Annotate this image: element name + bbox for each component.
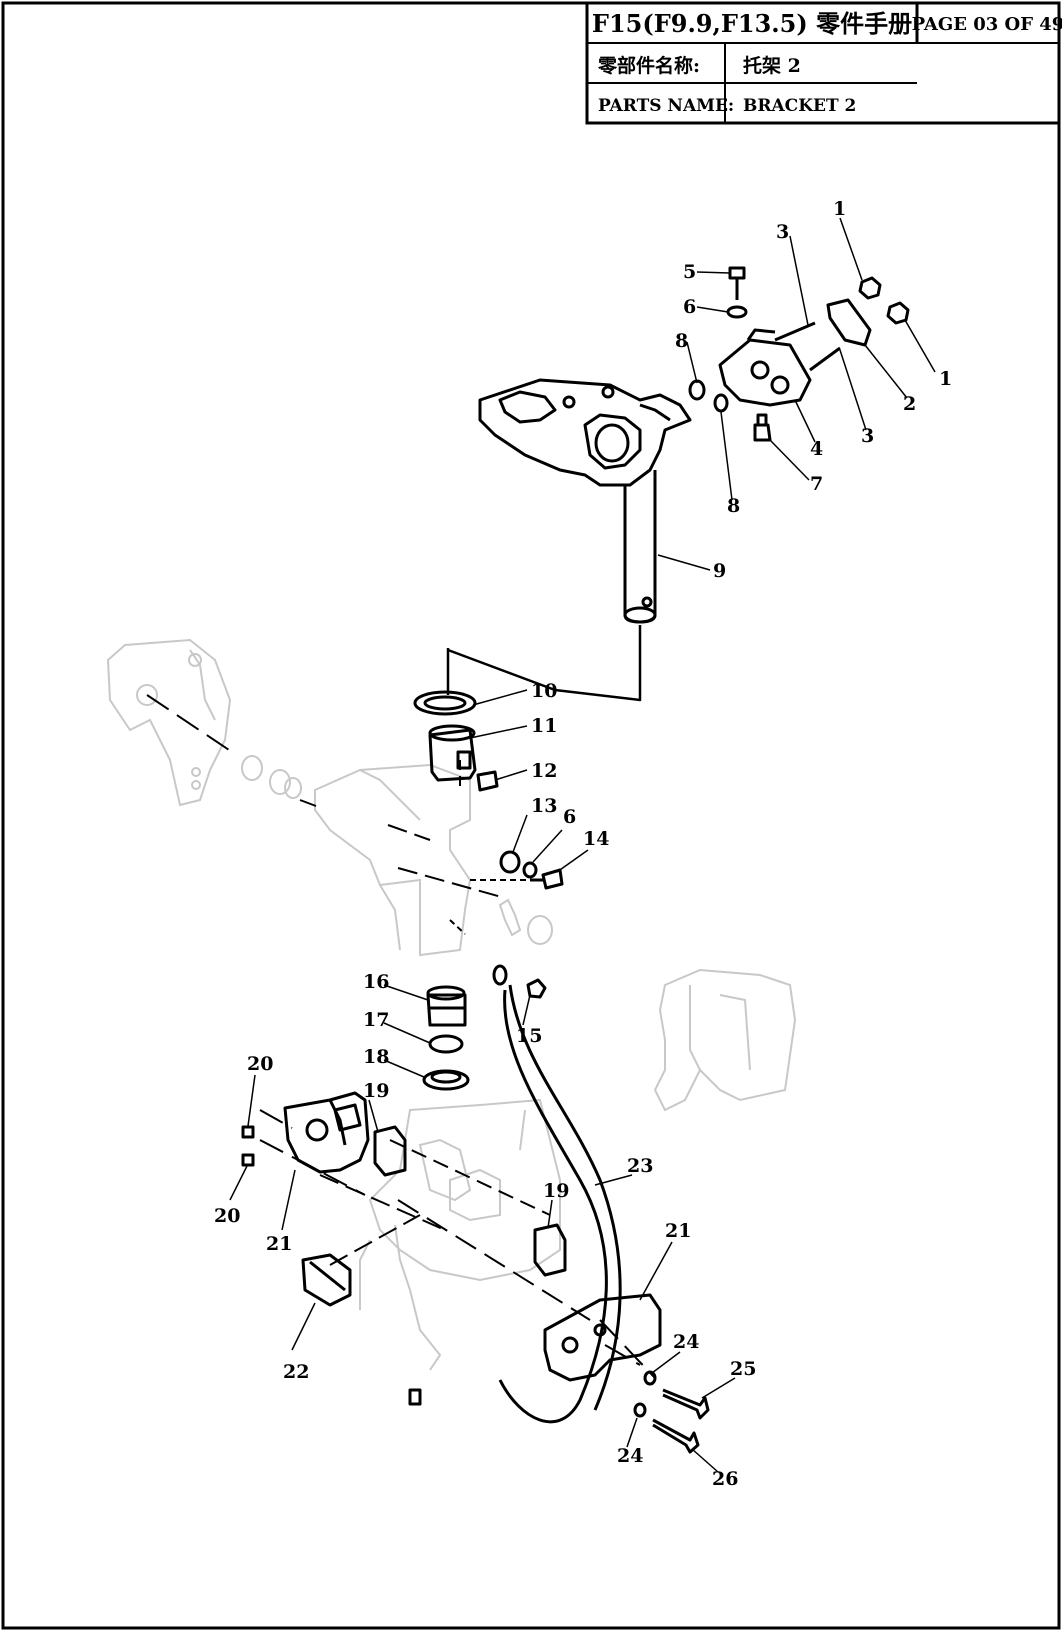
ghost-parts [106,638,797,1371]
header-page: PAGE 03 OF 49 [912,14,1062,35]
callout-10: 10 [531,680,557,702]
callout-21b: 21 [665,1220,691,1242]
callout-4: 4 [810,438,823,460]
callout-7: 7 [810,473,823,495]
header-table [585,1,1061,125]
callout-6b: 6 [563,806,576,828]
callout-22: 22 [283,1361,309,1383]
header-en-value: BRACKET 2 [743,96,856,116]
callout-8b: 8 [727,495,740,517]
callout-16: 16 [363,971,389,993]
callout-19a: 19 [363,1080,389,1102]
callout-8a: 8 [675,330,688,352]
callout-9: 9 [713,560,726,582]
callout-5: 5 [683,261,696,283]
callout-21a: 21 [266,1233,292,1255]
callout-3a: 3 [776,221,789,243]
callout-6a: 6 [683,296,696,318]
callout-26: 26 [712,1468,738,1490]
callout-17: 17 [363,1009,389,1031]
callout-2: 2 [903,393,916,415]
header-cn-label: 零部件名称: [597,54,700,77]
callout-20a: 20 [247,1053,273,1075]
callout-24b: 24 [617,1445,643,1467]
header-title: F15(F9.9,F13.5) 零件手册 [592,9,912,38]
callout-15: 15 [516,1025,542,1047]
callout-25: 25 [730,1358,756,1380]
callout-23: 23 [627,1155,653,1177]
callout-13: 13 [531,795,557,817]
callout-1b: 1 [939,368,952,390]
callout-12: 12 [531,760,557,782]
leader-lines [229,217,936,1473]
header-cn-value: 托架 2 [743,55,801,77]
callout-labels: 1 1 2 3 3 4 5 6 7 8 8 9 10 11 12 13 6 14… [214,198,952,1490]
callout-24a: 24 [673,1331,699,1353]
callout-18: 18 [363,1046,389,1068]
callout-3b: 3 [861,425,874,447]
callout-19b: 19 [543,1180,569,1202]
header-en-label: PARTS NAME: [598,96,734,116]
callout-20b: 20 [214,1205,240,1227]
callout-14: 14 [583,828,609,850]
assembly-lines [146,694,656,1379]
callout-1a: 1 [833,198,846,220]
callout-11: 11 [531,715,557,737]
main-parts [241,266,910,1454]
